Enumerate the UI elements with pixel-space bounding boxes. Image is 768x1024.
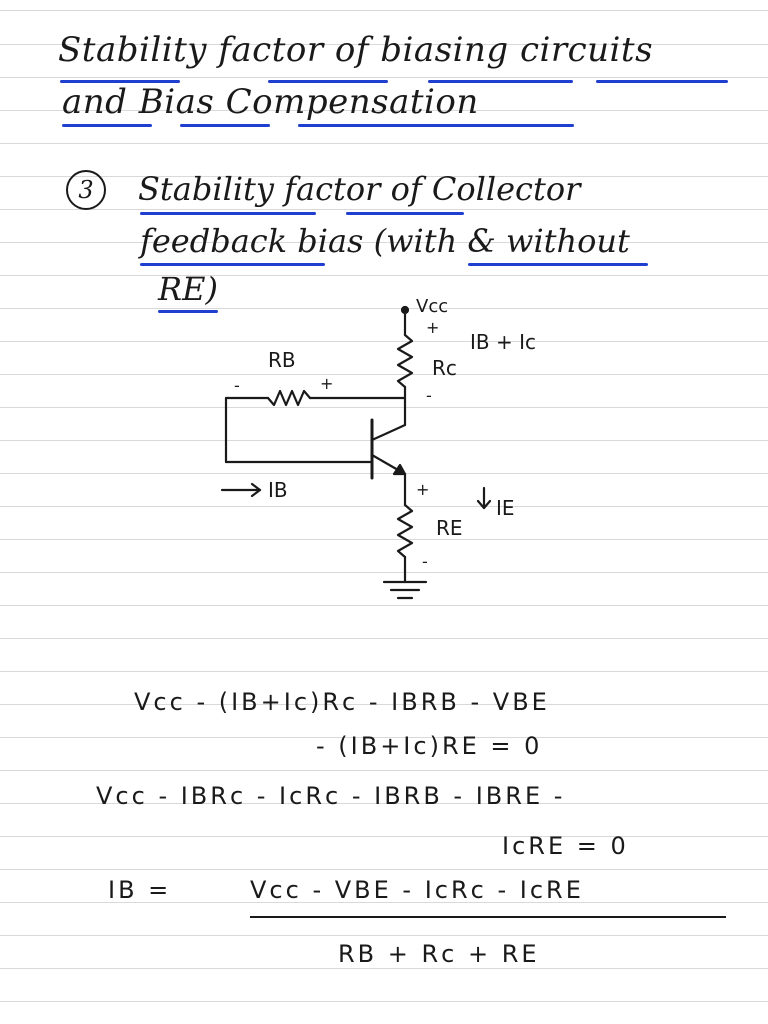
section-line-3: RE) — [158, 270, 218, 308]
plus-sign: + — [416, 480, 430, 499]
ib-label: IB — [268, 478, 288, 502]
title-underline — [596, 80, 728, 83]
section-underline — [468, 263, 648, 266]
rb-resistor — [266, 389, 312, 407]
section-underline — [346, 212, 464, 215]
ie-arrow-icon — [476, 499, 492, 510]
ib-plus-ic-label: IB + Ic — [470, 330, 536, 354]
equation-lhs: IB = — [108, 876, 172, 904]
minus-sign: - — [422, 552, 428, 571]
section-number: 3 — [66, 170, 106, 210]
equation-1a: Vcc - (IB+Ic)Rc - IBRB - VBE — [134, 688, 550, 716]
equation-denominator: RB + Rc + RE — [338, 940, 540, 968]
title-line-2: and Bias Compensation — [62, 82, 479, 122]
equation-2b: IcRE = 0 — [502, 832, 629, 860]
plus-sign: + — [320, 374, 334, 393]
title-underline — [60, 80, 180, 83]
re-resistor — [396, 503, 414, 559]
title-underline — [298, 124, 574, 127]
equation-2a: Vcc - IBRc - IcRc - IBRB - IBRE - — [96, 782, 566, 810]
section-underline — [158, 310, 218, 313]
plus-sign: + — [426, 318, 440, 337]
title-underline — [268, 80, 388, 83]
title-underline — [62, 124, 152, 127]
minus-sign: - — [426, 386, 432, 405]
section-underline — [140, 263, 325, 266]
title-underline — [428, 80, 573, 83]
section-line-2: feedback bias (with & without — [140, 222, 630, 260]
re-label: RE — [436, 516, 463, 540]
rc-resistor — [396, 333, 414, 389]
emitter-arrow — [392, 463, 407, 476]
title-line-1: Stability factor of biasing circuits — [58, 30, 654, 70]
fraction-bar — [250, 916, 726, 918]
minus-sign: - — [234, 376, 240, 395]
transistor-collector — [370, 423, 407, 442]
section-number-text: 3 — [78, 176, 94, 204]
rb-label: RB — [268, 348, 296, 372]
section-underline — [140, 212, 316, 215]
equation-numerator: Vcc - VBE - IcRc - IcRE — [250, 876, 584, 904]
title-underline — [180, 124, 270, 127]
equation-1b: - (IB+Ic)RE = 0 — [316, 732, 543, 760]
section-line-1: Stability factor of Collector — [138, 170, 581, 208]
vcc-label: Vcc — [416, 296, 449, 317]
rc-label: Rc — [432, 356, 457, 380]
ib-arrow-icon — [250, 482, 262, 498]
ie-label: IE — [496, 496, 515, 520]
